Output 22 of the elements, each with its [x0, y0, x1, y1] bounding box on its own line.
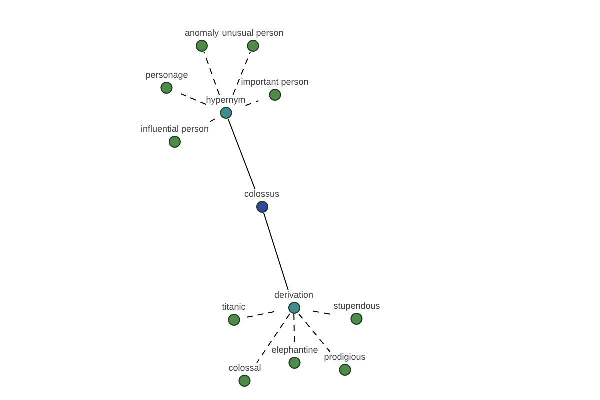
- dashed-connector: [245, 311, 275, 318]
- node-label: derivation: [274, 290, 314, 301]
- node-label: colossus: [244, 189, 280, 200]
- node-label: hypernym: [206, 95, 246, 106]
- node-label: prodigious: [324, 352, 366, 363]
- dashed-connector: [245, 100, 260, 106]
- dashed-connector: [232, 52, 252, 96]
- node-label: influential person: [140, 124, 210, 135]
- dashed-connector: [298, 314, 331, 352]
- node-label: colossal: [228, 363, 262, 374]
- dashed-connector: [204, 52, 220, 96]
- node-label: titanic: [222, 302, 246, 313]
- node-label: anomaly: [184, 28, 220, 39]
- connector: [263, 212, 289, 290]
- dashed-connector: [256, 314, 290, 364]
- node-label: personage: [146, 70, 188, 81]
- connector: [228, 118, 256, 190]
- node-label: stupendous: [334, 301, 380, 312]
- node-label: unusual person: [222, 28, 284, 39]
- node-label: important person: [241, 77, 309, 88]
- node-label: elephantine: [272, 345, 318, 356]
- dashed-connector: [180, 94, 207, 106]
